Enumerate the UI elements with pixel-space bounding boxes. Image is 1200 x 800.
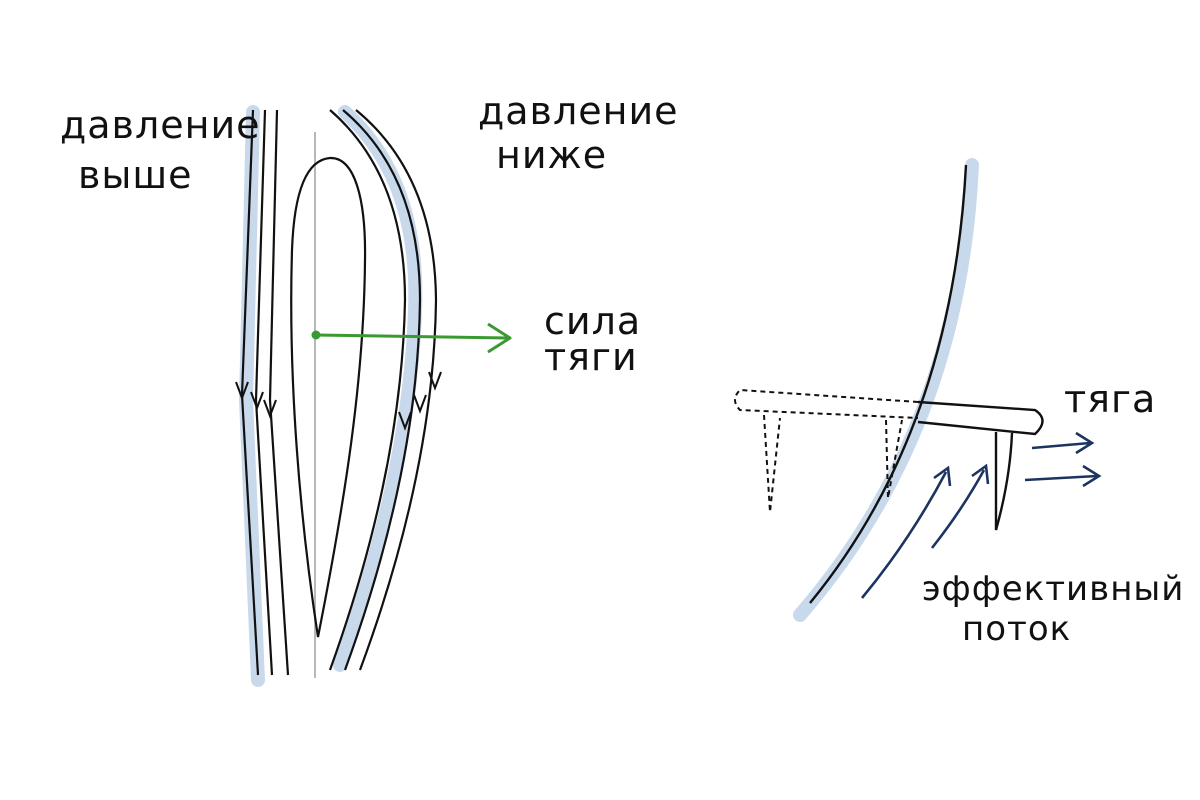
dashed-blade-left bbox=[763, 414, 781, 513]
arrowhead-right-1 bbox=[398, 411, 412, 431]
streamline-left-2 bbox=[254, 109, 274, 676]
airfoil-shape bbox=[290, 156, 367, 638]
label-flow-line1: эффективный bbox=[922, 569, 1184, 609]
streamline-right-3 bbox=[355, 109, 438, 671]
arrowhead-right-2 bbox=[413, 394, 427, 414]
blade-curve bbox=[809, 164, 968, 604]
label-pressure-below-line1: давление bbox=[478, 89, 679, 133]
arrowhead-left-2 bbox=[250, 391, 264, 411]
thrust-arrow-1-shaft bbox=[1031, 441, 1091, 450]
streamline-left-3 bbox=[268, 109, 290, 676]
thrust-arrow-2-head bbox=[1082, 464, 1102, 488]
arrowhead-left-1 bbox=[235, 381, 249, 401]
arrowhead-left-3 bbox=[263, 399, 277, 419]
label-pressure-above-line1: давление bbox=[60, 103, 261, 147]
streamline-left-1 bbox=[240, 109, 260, 676]
dashed-oar-shaft bbox=[734, 388, 919, 419]
left-diagram: давление выше давление ниже сила тяги bbox=[60, 89, 679, 687]
label-force-line2: тяги bbox=[544, 335, 638, 379]
arrowhead-right-3 bbox=[428, 371, 442, 391]
label-pressure-below-line2: ниже bbox=[496, 133, 607, 177]
flow-arrow-2-head bbox=[971, 463, 990, 485]
label-thrust: тяга bbox=[1064, 377, 1156, 421]
solid-oar-shaft bbox=[917, 400, 1044, 436]
right-streamline-shadow bbox=[333, 105, 423, 672]
dashed-blade-right bbox=[885, 419, 903, 499]
streamline-right-2 bbox=[342, 109, 422, 671]
right-diagram: тяга эффективный поток bbox=[734, 158, 1184, 649]
label-flow-line2: поток bbox=[962, 609, 1071, 649]
thrust-arrow-1-head bbox=[1075, 431, 1095, 455]
force-arrow-head bbox=[487, 322, 512, 354]
label-pressure-above-line2: выше bbox=[78, 153, 193, 197]
blade-shadow bbox=[793, 158, 979, 622]
flow-arrow-1 bbox=[860, 471, 948, 599]
label-force-line1: сила bbox=[544, 299, 641, 343]
solid-blade bbox=[994, 432, 1014, 531]
flow-arrow-2 bbox=[930, 469, 986, 549]
thrust-arrow-2-shaft bbox=[1024, 474, 1098, 482]
flow-arrow-1-head bbox=[933, 465, 952, 487]
force-arrow-shaft bbox=[315, 333, 509, 340]
streamline-right-1 bbox=[328, 109, 407, 671]
